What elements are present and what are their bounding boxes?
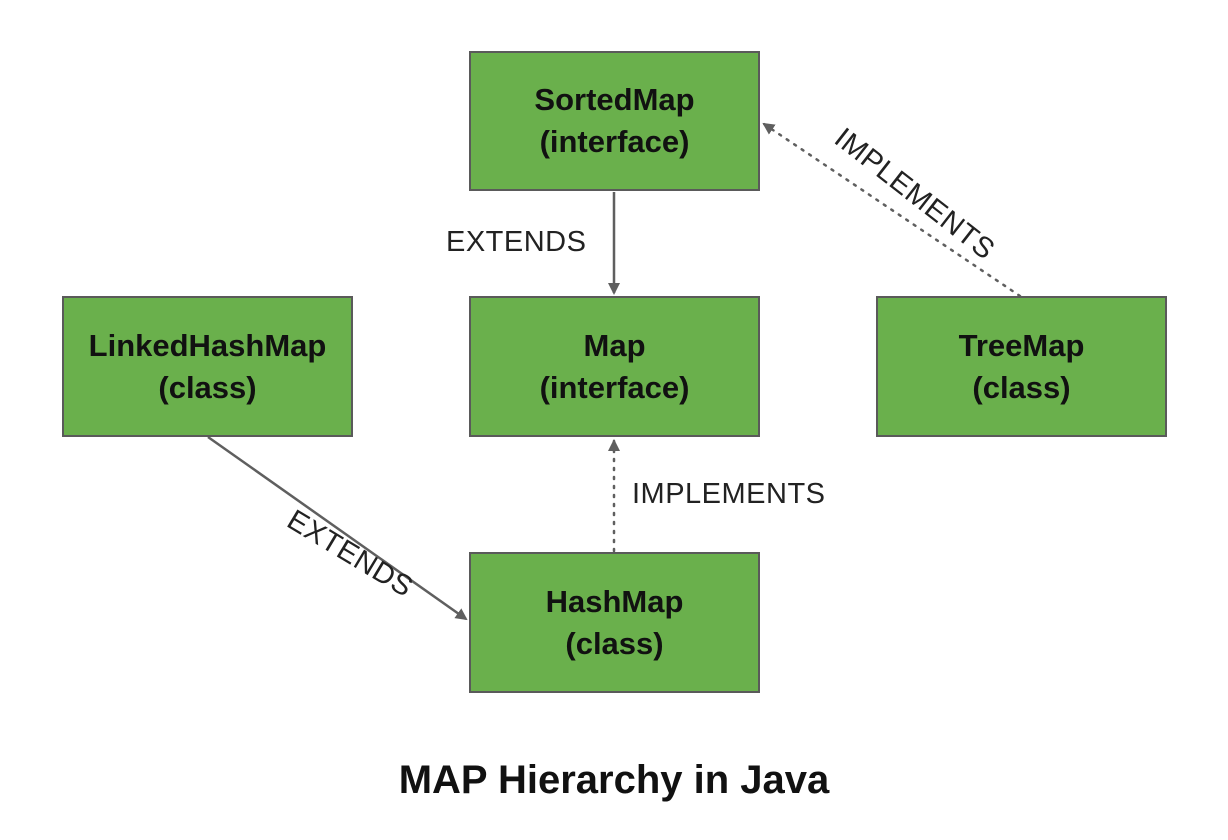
hashmap-name: HashMap	[545, 583, 684, 619]
sortedmap-kind: (interface)	[539, 124, 690, 159]
treemap-name: TreeMap	[958, 327, 1085, 363]
linkedhashmap-name: LinkedHashMap	[88, 327, 327, 363]
edge-treemap-to-sortedmap	[762, 122, 1022, 298]
edge-linkedhashmap-to-hashmap	[207, 435, 468, 621]
hashmap-kind: (class)	[565, 625, 664, 661]
sortedmap-node: SortedMap (interface)	[469, 51, 760, 191]
sortedmap-name: SortedMap	[534, 82, 695, 117]
map-kind: (interface)	[539, 369, 690, 405]
edge-label-hashmap-implements: IMPLEMENTS	[632, 478, 826, 510]
diagram-caption: MAP Hierarchy in Java	[398, 758, 830, 802]
map-node: Map (interface)	[469, 296, 760, 437]
treemap-kind: (class)	[972, 369, 1071, 405]
edge-label-sortedmap-extends: EXTENDS	[446, 226, 587, 258]
linkedhashmap-node: LinkedHashMap (class)	[62, 296, 353, 437]
hashmap-node: HashMap (class)	[469, 552, 760, 693]
treemap-node: TreeMap (class)	[876, 296, 1167, 437]
map-name: Map	[583, 327, 646, 363]
linkedhashmap-kind: (class)	[158, 369, 257, 405]
